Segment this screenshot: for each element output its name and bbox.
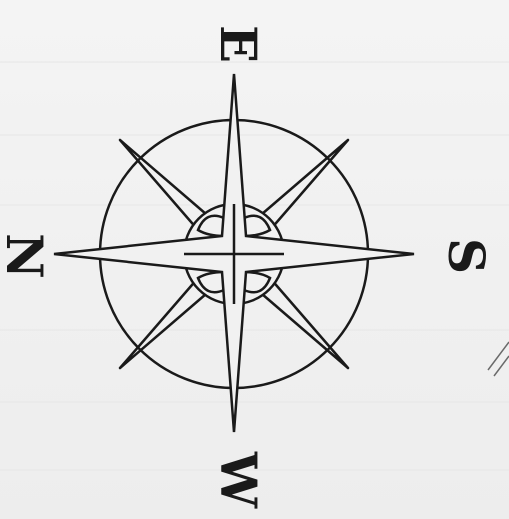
compass-label-left: N: [0, 233, 54, 279]
compass-label-right: S: [437, 238, 496, 274]
compass-label-top: E: [209, 25, 268, 63]
compass-label-bottom: W: [209, 451, 268, 509]
stray-marks: [488, 342, 509, 376]
